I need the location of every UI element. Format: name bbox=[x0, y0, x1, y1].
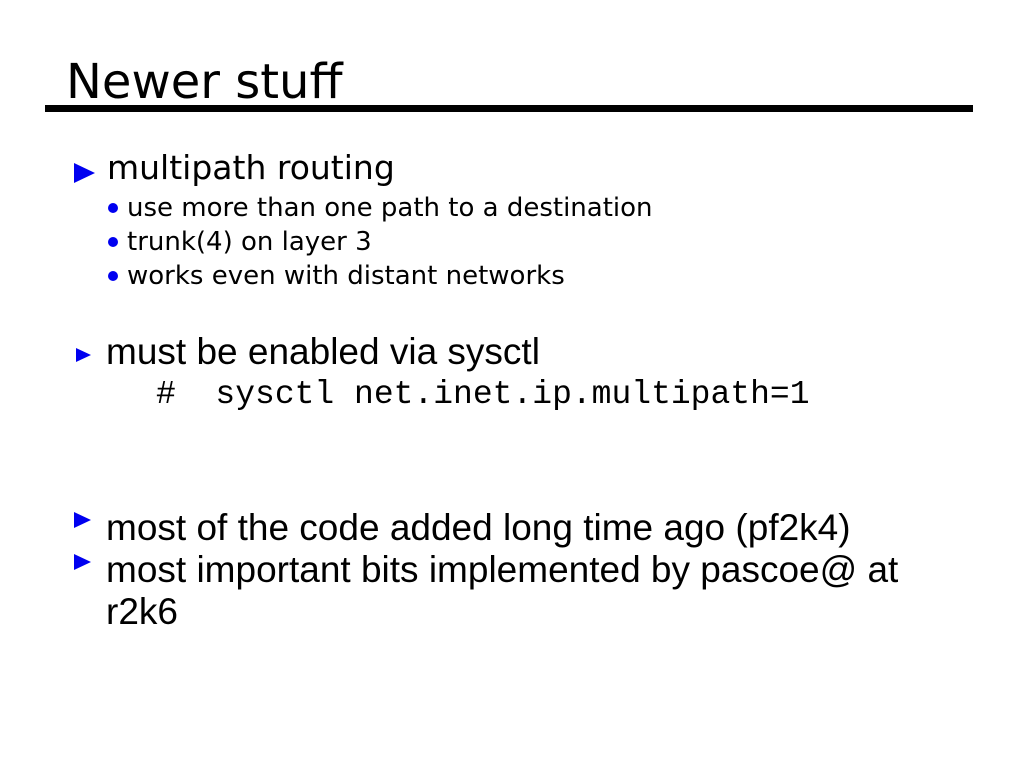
bullet-dot-icon bbox=[108, 271, 118, 281]
sub-bullet-text: use more than one path to a destination bbox=[127, 193, 653, 223]
bullet-heading-sysctl: must be enabled via sysctl bbox=[106, 331, 540, 372]
bullet-dot-icon bbox=[108, 237, 118, 247]
bullet-triangle-icon bbox=[74, 163, 95, 183]
slide-title: Newer stuff bbox=[66, 54, 343, 110]
bullet-heading-multipath: multipath routing bbox=[107, 148, 395, 187]
sub-bullet-text: works even with distant networks bbox=[127, 261, 565, 291]
title-underline bbox=[45, 105, 973, 112]
bullet-triangle-icon bbox=[74, 554, 91, 570]
bullet-text-code-added: most of the code added long time ago (pf… bbox=[106, 507, 851, 548]
bullet-dot-icon bbox=[108, 203, 118, 213]
sub-bullet-text: trunk(4) on layer 3 bbox=[127, 227, 372, 257]
bullet-triangle-icon bbox=[76, 348, 91, 362]
bullet-text-pascoe-line1: most important bits implemented by pasco… bbox=[106, 549, 899, 590]
code-line: # sysctl net.inet.ip.multipath=1 bbox=[156, 376, 810, 413]
bullet-triangle-icon bbox=[74, 512, 91, 528]
bullet-text-pascoe-line2: r2k6 bbox=[106, 591, 178, 632]
